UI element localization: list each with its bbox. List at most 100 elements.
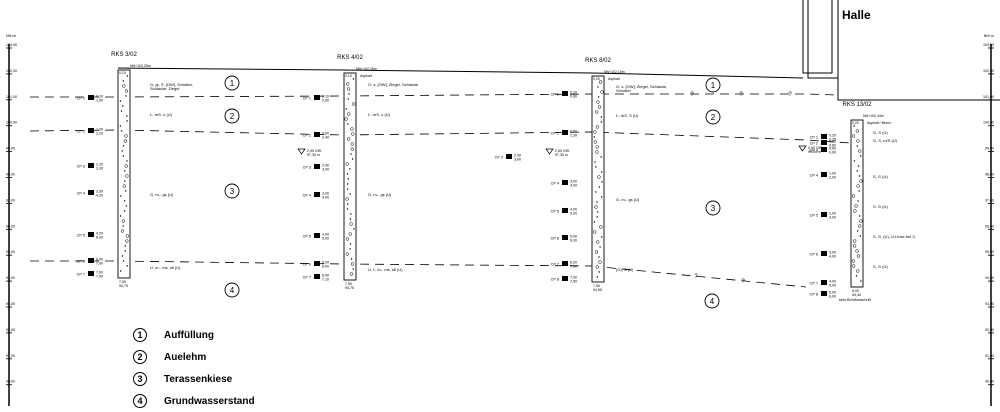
sand-symbol [347, 178, 349, 180]
sample-marker [821, 134, 827, 139]
gravel-symbol [852, 244, 857, 248]
sample-to-depth: 0,60 [829, 144, 836, 148]
sample-from-depth: 5,00 [570, 235, 577, 239]
sand-symbol [346, 188, 349, 190]
sample-to-depth: 1,00 [96, 99, 103, 103]
sand-symbol [119, 270, 122, 272]
legend-number: 1 [133, 328, 147, 342]
gravel-symbol [125, 174, 129, 178]
sand-symbol [858, 175, 861, 177]
borehole-id: RKS 8/02 [585, 58, 611, 64]
sample-marker [88, 95, 94, 100]
gravel-symbol [856, 139, 860, 143]
gravel-symbol [593, 230, 597, 234]
legend: 1 Auffüllung 2 Auelehm 3 Terassenkiese 4… [133, 324, 255, 412]
borehole-final-level: 94,75 [345, 286, 354, 290]
sand-symbol [856, 230, 859, 232]
sample-id: CP 3 [303, 166, 311, 170]
sand-symbol [600, 196, 603, 198]
sand-symbol [121, 150, 123, 152]
borehole-final-level: 94,44 [852, 293, 861, 297]
borehole-top-depth: 0,10 [119, 71, 126, 75]
soil-description: G, S (U) [873, 130, 888, 135]
scale-tick-label: 96,00 [985, 224, 994, 228]
soil-description: S, G, (U), U-Linse bei 3, [873, 234, 916, 239]
borehole-note: kein Bohrfortschritt [839, 298, 872, 302]
borehole-final-depth: 7,50 [119, 280, 126, 284]
sample-to-depth: 4,00 [570, 184, 577, 188]
sand-symbol [860, 280, 862, 282]
sand-symbol [122, 105, 124, 107]
layer-boundaries: ????? [29, 92, 851, 288]
sample-to-depth: 2,20 [96, 132, 103, 136]
sample-id: CP 1 [551, 93, 559, 97]
borehole-fill: Asphalt / Beton [867, 121, 891, 125]
sand-symbol [122, 260, 125, 262]
scale-tick-label: 92,00 [6, 328, 15, 332]
sample-marker [821, 291, 827, 296]
sample-id: CP 7 [810, 282, 818, 286]
sample-from-depth: 3,00 [570, 180, 577, 184]
sand-symbol [596, 201, 598, 203]
sample-to-depth: 4,00 [322, 196, 329, 200]
soil-description: G, gr, S, [OW], Schotter, [150, 82, 193, 87]
sample-id: CP 6 [551, 237, 559, 241]
sample-marker [821, 251, 827, 256]
sand-symbol [346, 173, 349, 175]
sample-id: CP 8 [551, 278, 559, 282]
gravel-symbol [344, 117, 348, 121]
sample-id: CP 7 [77, 273, 85, 277]
gravel-symbol [345, 252, 349, 256]
sample-from-depth: 0,60 [829, 147, 836, 151]
borehole-id: RKS 4/02 [337, 55, 363, 61]
gravel-symbol [855, 249, 859, 253]
gravel-symbol [858, 224, 862, 228]
scale-tick-label: 99,00 [6, 147, 15, 151]
sample-id: CP 4 [810, 174, 818, 178]
sand-symbol [345, 108, 347, 110]
soil-description: f-- mS, u (U) [150, 112, 173, 117]
gravel-symbol [598, 260, 602, 264]
sample-from-depth: 6,00 [96, 258, 103, 262]
layer-marker-circle [224, 75, 240, 91]
soil-description: G, S, m/S (U) [873, 138, 898, 143]
sand-symbol [125, 205, 128, 207]
sample-to-depth: 3,00 [829, 216, 836, 220]
terrain-surface-line [117, 67, 804, 79]
sand-symbol [600, 171, 603, 173]
gravel-symbol [121, 219, 126, 223]
scale-tick-label: 101,00 [983, 95, 994, 99]
sample-marker [821, 212, 827, 217]
gravel-symbol [853, 209, 857, 213]
sand-symbol [593, 136, 595, 138]
sample-id: CP 5 [551, 210, 559, 214]
scale-tick-label: 93,00 [6, 302, 15, 306]
sample-marker [506, 154, 512, 159]
scale-tick-label: 101,00 [6, 95, 17, 99]
sample-to-depth: 0,60 [322, 99, 329, 103]
sample-marker [821, 172, 827, 177]
sample-from-depth: 0,35 [829, 140, 836, 144]
sample-to-depth: 0,90 [829, 151, 836, 155]
soil-description: U, m-- ms, sfl (U) [150, 265, 181, 270]
sample-marker [88, 258, 94, 263]
scale-tick-label: 103,00 [6, 43, 17, 47]
gravel-symbol [859, 219, 863, 223]
sand-symbol [123, 200, 126, 202]
sand-symbol [853, 160, 856, 162]
borehole-top-depth: 0,10 [345, 74, 352, 78]
sand-symbol [349, 193, 351, 195]
legend-number: 4 [133, 394, 147, 408]
layer-marker-circle [224, 282, 240, 298]
sample-to-depth: 5,00 [322, 237, 329, 241]
sample-to-depth: 2,30 [570, 134, 577, 138]
sample-from-depth: 7,00 [96, 271, 103, 275]
gravel-symbol [122, 184, 126, 188]
soil-description: Schotter [616, 88, 632, 93]
soil-description: U, t', m-- ms, sfl (U) [368, 267, 403, 272]
scale-tick-label: 94,00 [6, 276, 15, 280]
legend-item: 1 Auffüllung [133, 324, 255, 346]
borehole-id: RKS 3/02 [111, 52, 137, 58]
